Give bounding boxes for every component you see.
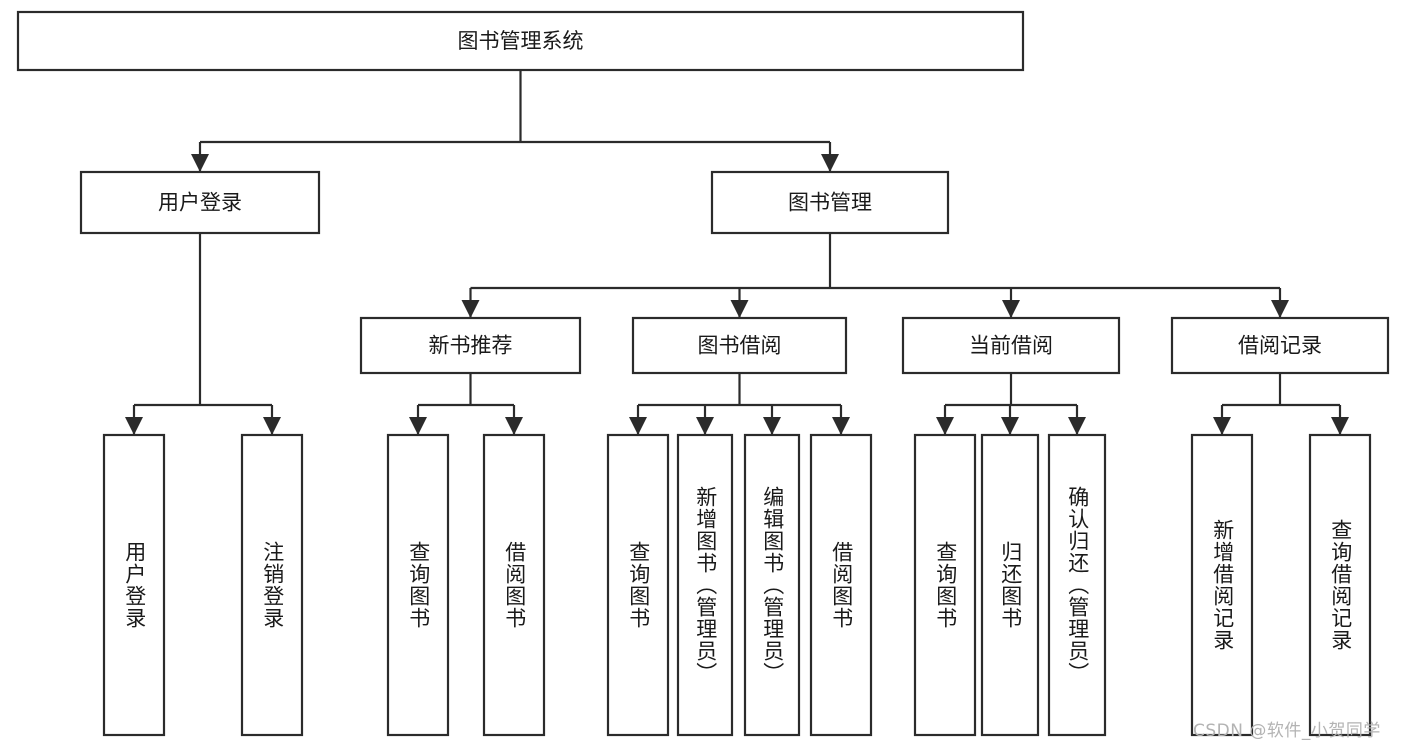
arrow-head-icon (832, 417, 850, 435)
node-leaf-user-logout[interactable] (240, 433, 304, 737)
node-leaf-query-borrow-record[interactable] (1308, 433, 1372, 737)
arrow-head-icon (191, 154, 209, 172)
node-box-leaf-confirm-return-admin (1047, 433, 1107, 737)
node-box-leaf-query-book-3 (913, 433, 977, 737)
edge-group-root (191, 70, 839, 172)
node-label-root: 图书管理系统 (458, 29, 584, 53)
node-leaf-return-book[interactable] (980, 433, 1040, 737)
node-box-leaf-add-book-admin (676, 433, 734, 737)
node-root[interactable]: 图书管理系统 (16, 10, 1025, 72)
node-box-leaf-query-book-2 (606, 433, 670, 737)
node-box-leaf-return-book (980, 433, 1040, 737)
node-box-leaf-user-login (102, 433, 166, 737)
edge-group-current-borrow (936, 373, 1086, 435)
edge-group-book-manage (461, 233, 1289, 318)
arrow-head-icon (1271, 300, 1289, 318)
edge-group-new-book-recommend (409, 373, 523, 435)
arrow-head-icon (696, 417, 714, 435)
edge-group-borrow-record (1213, 373, 1349, 435)
arrow-head-icon (1213, 417, 1231, 435)
node-leaf-edit-book-admin[interactable] (743, 433, 801, 737)
node-leaf-user-login[interactable] (102, 433, 166, 737)
node-book-borrow[interactable]: 图书借阅 (631, 316, 848, 375)
node-box-book-manage (710, 170, 950, 235)
arrow-head-icon (1001, 417, 1019, 435)
arrow-head-icon (505, 417, 523, 435)
csdn-watermark: CSDN @软件_小贺同学 (1193, 721, 1381, 741)
node-current-borrow[interactable]: 当前借阅 (901, 316, 1121, 375)
node-box-leaf-query-borrow-record (1308, 433, 1372, 737)
node-leaf-borrow-book-1[interactable] (482, 433, 546, 737)
arrow-head-icon (763, 417, 781, 435)
node-box-leaf-query-book-1 (386, 433, 450, 737)
node-book-manage[interactable]: 图书管理 (710, 170, 950, 235)
node-box-borrow-record (1170, 316, 1390, 375)
node-box-current-borrow (901, 316, 1121, 375)
node-user-login[interactable]: 用户登录 (79, 170, 321, 235)
node-label-current-borrow: 当前借阅 (969, 334, 1053, 358)
node-leaf-query-book-1[interactable] (386, 433, 450, 737)
node-box-root (16, 10, 1025, 72)
node-borrow-record[interactable]: 借阅记录 (1170, 316, 1390, 375)
node-box-leaf-edit-book-admin (743, 433, 801, 737)
edge-group-user-login (125, 233, 281, 435)
node-label-book-manage: 图书管理 (788, 191, 872, 215)
node-label-book-borrow: 图书借阅 (698, 334, 782, 358)
node-leaf-query-book-3[interactable] (913, 433, 977, 737)
arrow-head-icon (409, 417, 427, 435)
node-box-leaf-user-logout (240, 433, 304, 737)
arrow-head-icon (936, 417, 954, 435)
node-box-user-login (79, 170, 321, 235)
arrow-head-icon (1002, 300, 1020, 318)
node-box-new-book-recommend (359, 316, 582, 375)
node-leaf-confirm-return-admin[interactable] (1047, 433, 1107, 737)
node-leaf-add-borrow-record[interactable] (1190, 433, 1254, 737)
arrow-head-icon (730, 300, 749, 318)
connector-edges-layer (125, 70, 1349, 435)
arrow-head-icon (629, 417, 647, 435)
arrow-head-icon (1068, 417, 1086, 435)
node-box-leaf-add-borrow-record (1190, 433, 1254, 737)
arrow-head-icon (461, 300, 480, 318)
node-label-user-login: 用户登录 (158, 191, 242, 215)
node-new-book-recommend[interactable]: 新书推荐 (359, 316, 582, 375)
edge-group-book-borrow (629, 373, 850, 435)
node-label-borrow-record: 借阅记录 (1238, 334, 1322, 358)
arrow-head-icon (263, 417, 281, 435)
arrow-head-icon (821, 154, 839, 172)
arrow-head-icon (1331, 417, 1349, 435)
node-box-book-borrow (631, 316, 848, 375)
node-leaf-add-book-admin[interactable] (676, 433, 734, 737)
arrow-head-icon (125, 417, 143, 435)
node-leaf-query-book-2[interactable] (606, 433, 670, 737)
node-box-leaf-borrow-book-2 (809, 433, 873, 737)
node-box-leaf-borrow-book-1 (482, 433, 546, 737)
node-leaf-borrow-book-2[interactable] (809, 433, 873, 737)
node-label-new-book-recommend: 新书推荐 (429, 334, 513, 358)
